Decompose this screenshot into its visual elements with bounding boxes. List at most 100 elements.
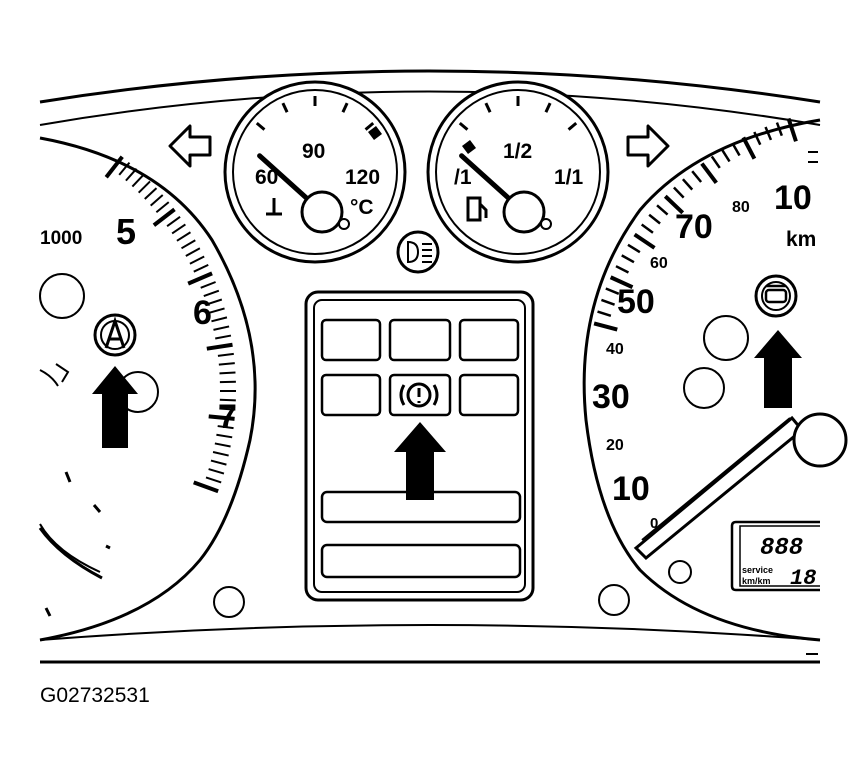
tach-tick bbox=[216, 433, 233, 439]
tach-label-1000: 1000 bbox=[40, 228, 82, 249]
tach-tick bbox=[200, 281, 216, 289]
odometer-display: 888 service km/km 18 bbox=[730, 520, 820, 592]
tach-tick bbox=[176, 231, 192, 242]
tach-tick bbox=[137, 180, 151, 194]
speed-tick bbox=[600, 298, 616, 306]
fuel-tick bbox=[567, 121, 578, 131]
tach-needle bbox=[38, 523, 103, 580]
speed-label-40: 40 bbox=[606, 341, 624, 358]
tach-tick bbox=[193, 480, 219, 494]
tach-tick bbox=[206, 298, 223, 306]
tach-label-5: 5 bbox=[116, 211, 136, 252]
fuel-label-full: 1/1 bbox=[554, 166, 584, 189]
tach-tick bbox=[205, 476, 222, 484]
speed-tick bbox=[597, 310, 612, 317]
warning-lamp-grid bbox=[320, 318, 520, 417]
temp-hot-icon bbox=[368, 126, 382, 140]
speed-tick bbox=[648, 213, 661, 225]
tach-tick bbox=[166, 216, 181, 228]
tach-tick bbox=[125, 167, 138, 182]
fuel-tick bbox=[544, 102, 552, 113]
speedometer: 0 10 20 30 40 50 60 70 80 10 km bbox=[582, 117, 848, 655]
tach-label-7: 7 bbox=[218, 398, 237, 436]
speed-tick bbox=[621, 254, 635, 264]
fuel-tick bbox=[458, 121, 469, 131]
temp-gauge: 60 90 120 °C bbox=[223, 80, 407, 264]
tach-tick bbox=[118, 161, 131, 176]
fuel-tick bbox=[484, 102, 492, 113]
speed-label-10: 10 bbox=[612, 470, 650, 508]
speed-tick bbox=[640, 223, 654, 234]
speed-label-30: 30 bbox=[592, 378, 630, 416]
low-beam-icon bbox=[396, 230, 440, 274]
dash-outline bbox=[39, 69, 821, 664]
speed-tick bbox=[633, 232, 656, 250]
figure-id-label: G02732531 bbox=[40, 684, 150, 707]
fuel-gauge: /1 1/2 1/1 bbox=[426, 80, 610, 264]
odometer-digits: 888 bbox=[760, 535, 803, 562]
arrow-up-brake bbox=[394, 422, 446, 500]
tach-tick bbox=[208, 307, 225, 314]
tach-tick bbox=[152, 207, 176, 227]
speed-tick bbox=[593, 321, 618, 332]
temp-tick bbox=[341, 102, 349, 113]
speed-pivot-circle bbox=[683, 367, 725, 409]
speed-tick bbox=[627, 243, 641, 254]
tach-tick bbox=[219, 398, 236, 402]
temp-unit: °C bbox=[350, 196, 374, 219]
tach-tick bbox=[144, 187, 158, 200]
tach-tick bbox=[219, 407, 236, 411]
tach-tick bbox=[187, 271, 213, 286]
speed-tick bbox=[731, 142, 741, 157]
speed-tick bbox=[775, 122, 783, 137]
speed-tick bbox=[663, 194, 685, 215]
turn-right-icon bbox=[626, 124, 670, 168]
arrow-up-cruise bbox=[92, 366, 138, 448]
tach-tick bbox=[210, 459, 227, 466]
speed-tick bbox=[673, 186, 685, 199]
temp-tick bbox=[255, 121, 266, 131]
temp-label-120: 120 bbox=[345, 166, 380, 189]
fuel-pump-icon bbox=[466, 196, 488, 222]
tach-tick bbox=[131, 174, 145, 188]
tach-tick bbox=[219, 371, 236, 375]
speed-tick bbox=[609, 275, 634, 290]
tach-tick bbox=[211, 316, 228, 323]
tach-tick bbox=[180, 239, 196, 250]
tach-tick bbox=[217, 425, 234, 430]
speed-label-80: 80 bbox=[732, 199, 750, 216]
speed-tick bbox=[681, 178, 694, 191]
arrow-up-traction bbox=[754, 330, 802, 408]
cruise-control-icon bbox=[93, 313, 137, 357]
speed-tick bbox=[786, 117, 798, 142]
fuel-label-half: 1/2 bbox=[503, 140, 532, 163]
speed-label-0: 0 bbox=[650, 515, 658, 532]
speed-edge-marks bbox=[806, 151, 818, 655]
speed-bottom-circle-left bbox=[598, 584, 630, 616]
speed-bottom-circle-right bbox=[668, 560, 692, 584]
speed-tick bbox=[656, 204, 669, 216]
tach-tick bbox=[214, 442, 231, 448]
temp-label-60: 60 bbox=[255, 166, 278, 189]
tach-tick bbox=[215, 334, 232, 340]
odometer-unit-label: km/km bbox=[742, 576, 771, 586]
speed-label-70: 70 bbox=[675, 208, 713, 246]
message-bar-2 bbox=[320, 543, 522, 579]
speed-label-50: 50 bbox=[617, 283, 655, 321]
tach-tick bbox=[203, 289, 220, 298]
tach-tick bbox=[185, 247, 201, 257]
speed-unit: km bbox=[786, 228, 816, 251]
tach-tick bbox=[218, 362, 235, 366]
tach-label-6: 6 bbox=[193, 294, 212, 332]
odometer-service-label: service bbox=[742, 565, 773, 575]
odometer-trip-digits: 18 bbox=[790, 566, 816, 591]
speed-label-100: 10 bbox=[774, 179, 812, 217]
speed-tick bbox=[710, 155, 721, 169]
speed-tick bbox=[764, 126, 773, 141]
fuel-label-low: /1 bbox=[454, 166, 472, 189]
brake-warning-icon bbox=[399, 382, 439, 408]
fuel-needle-hub bbox=[502, 190, 546, 234]
speed-tick bbox=[615, 265, 630, 274]
tach-tick bbox=[206, 342, 233, 351]
